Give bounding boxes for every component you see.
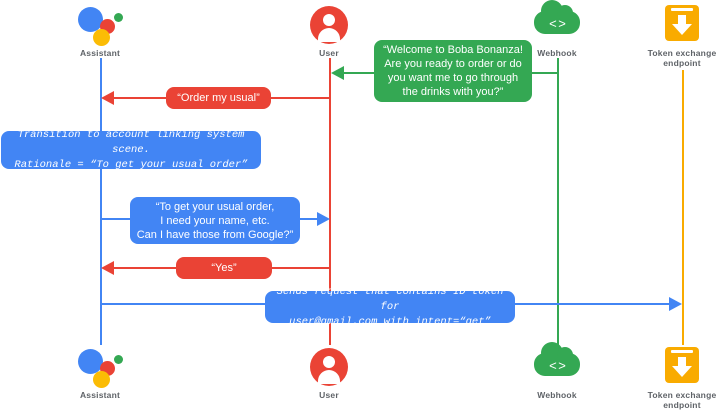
lifeline-webhook	[557, 58, 559, 345]
assistant-dot-blue	[78, 7, 103, 32]
arrow-head-order-my-usual	[101, 91, 114, 105]
cloud-shape	[534, 0, 580, 34]
bubble-yes: “Yes”	[176, 257, 272, 279]
assistant-dot-blue	[78, 349, 103, 374]
assistant-dot-green	[114, 13, 123, 22]
down-arrow-head	[672, 366, 692, 377]
cloud-code-icon: < >	[497, 0, 617, 45]
actor-webhook-bottom: < > Webhook	[497, 342, 617, 400]
note-sends-request: Sends request that contains ID token for…	[265, 286, 515, 328]
assistant-dot-yellow	[93, 29, 110, 46]
user-head	[323, 356, 335, 368]
actor-label-user-bottom: User	[319, 390, 339, 400]
note-transition-to-account-linking: Transition to account linking system sce…	[1, 129, 261, 171]
bubble-order-my-usual-text: “Order my usual”	[177, 92, 260, 104]
actor-label-assistant: Assistant	[79, 48, 121, 58]
user-head	[323, 14, 335, 26]
download-box-icon	[622, 3, 725, 45]
assistant-dot-yellow	[93, 371, 110, 388]
actor-label-token-endpoint: Token exchange endpoint	[647, 48, 717, 68]
actor-label-webhook: Webhook	[537, 48, 577, 58]
assistant-dot-green	[114, 355, 123, 364]
actor-label-assistant-bottom: Assistant	[79, 390, 121, 400]
down-arrow-stem	[678, 15, 686, 26]
arrow-head-welcome	[331, 66, 344, 80]
actor-assistant-top: Assistant	[40, 3, 160, 58]
user-body	[318, 370, 340, 384]
lifeline-user	[329, 58, 331, 345]
user-avatar-icon-bottom	[269, 345, 389, 387]
cloud-shape	[534, 342, 580, 376]
bubble-yes-text: “Yes”	[211, 262, 237, 274]
actor-label-token-endpoint-bottom: Token exchange endpoint	[647, 390, 717, 410]
download-box-icon-bottom	[622, 345, 725, 387]
actor-token-endpoint-top: Token exchange endpoint	[622, 3, 725, 68]
actor-user-top: User	[269, 3, 389, 58]
lifeline-token-endpoint	[682, 70, 684, 345]
token-box-lid	[671, 350, 693, 353]
code-brackets-glyph: < >	[549, 358, 566, 373]
arrow-head-yes	[101, 261, 114, 275]
actor-webhook-top: < > Webhook	[497, 0, 617, 58]
bubble-need-your-name: “To get your usual order, I need your na…	[130, 197, 300, 244]
code-brackets-glyph: < >	[549, 16, 566, 31]
bubble-need-your-name-text: “To get your usual order, I need your na…	[136, 200, 294, 241]
down-arrow-head	[672, 24, 692, 35]
user-avatar-icon	[269, 3, 389, 45]
google-assistant-icon	[40, 3, 160, 46]
actor-label-user: User	[319, 48, 339, 58]
google-assistant-icon-bottom	[40, 345, 160, 388]
actor-token-endpoint-bottom: Token exchange endpoint	[622, 345, 725, 410]
actor-label-webhook-bottom: Webhook	[537, 390, 577, 400]
actor-user-bottom: User	[269, 345, 389, 400]
bubble-welcome-text: “Welcome to Boba Bonanza! Are you ready …	[383, 44, 523, 98]
user-body	[318, 28, 340, 42]
down-arrow-stem	[678, 357, 686, 368]
arrow-head-need-your-name	[317, 212, 330, 226]
lifeline-assistant	[100, 58, 102, 345]
note-transition-text: Transition to account linking system sce…	[14, 128, 248, 171]
bubble-welcome: “Welcome to Boba Bonanza! Are you ready …	[374, 40, 532, 102]
token-box-lid	[671, 8, 693, 11]
note-sends-request-text: Sends request that contains ID token for…	[276, 285, 504, 328]
bubble-order-my-usual: “Order my usual”	[166, 87, 271, 109]
arrow-head-sends-request	[669, 297, 682, 311]
cloud-code-icon-bottom: < >	[497, 342, 617, 387]
actor-assistant-bottom: Assistant	[40, 345, 160, 400]
